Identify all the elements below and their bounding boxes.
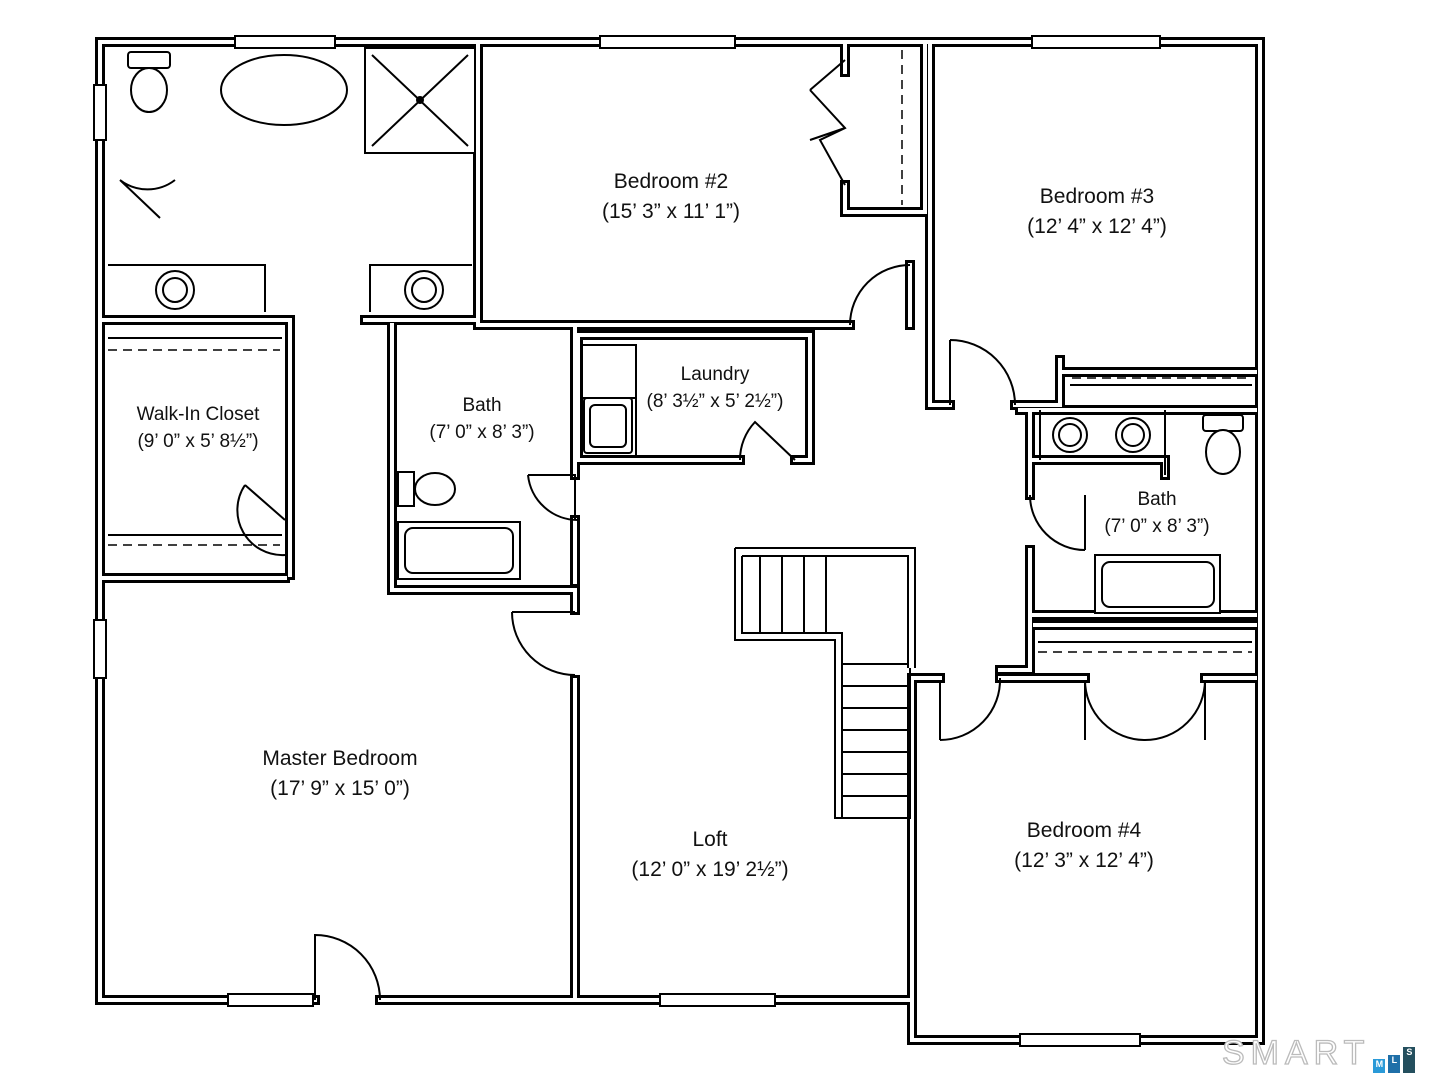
room-label-bedroom3: Bedroom #3 (12’ 4” x 12’ 4”) <box>1027 182 1167 242</box>
fixtures <box>108 47 1252 653</box>
room-label-walk-in-closet: Walk-In Closet (9’ 0” x 5’ 8½”) <box>137 401 260 455</box>
room-dimensions: (12’ 4” x 12’ 4”) <box>1027 215 1167 238</box>
room-dimensions: (8’ 3½” x 5’ 2½”) <box>646 391 784 412</box>
room-dimensions: (12’ 3” x 12’ 4”) <box>1014 849 1154 872</box>
watermark-bar-m: M <box>1373 1059 1386 1073</box>
room-name: Bedroom #4 <box>1026 819 1142 842</box>
room-name: Loft <box>692 828 728 851</box>
room-label-laundry: Laundry (8’ 3½” x 5’ 2½”) <box>647 361 784 415</box>
room-name: Bedroom #3 <box>1039 185 1155 208</box>
room-name: Master Bedroom <box>262 747 418 770</box>
room-dimensions: (15’ 3” x 11’ 1”) <box>601 200 741 223</box>
windows <box>93 35 1161 1047</box>
watermark-bar-s: S <box>1403 1047 1416 1073</box>
room-name: Walk-In Closet <box>136 404 260 425</box>
watermark-text: SMART <box>1221 1033 1371 1072</box>
room-dimensions: (9’ 0” x 5’ 8½”) <box>137 431 259 452</box>
walls <box>95 37 1265 1045</box>
room-dimensions: (7’ 0” x 8’ 3”) <box>429 422 535 443</box>
room-label-bath-right: Bath (7’ 0” x 8’ 3”) <box>1104 486 1209 540</box>
room-label-bedroom4: Bedroom #4 (12’ 3” x 12’ 4”) <box>1014 816 1154 876</box>
room-label-bath-center: Bath (7’ 0” x 8’ 3”) <box>429 392 534 446</box>
stairs <box>734 547 916 819</box>
doors <box>119 59 1206 1001</box>
watermark-bar-l: L <box>1388 1055 1401 1073</box>
room-name: Laundry <box>680 364 750 385</box>
room-label-loft: Loft (12’ 0” x 19’ 2½”) <box>631 825 788 885</box>
room-dimensions: (17’ 9” x 15’ 0”) <box>270 777 410 800</box>
room-name: Bath <box>1137 489 1177 510</box>
room-label-bedroom2: Bedroom #2 (15’ 3” x 11’ 1”) <box>602 167 740 227</box>
smartmls-watermark: SMART M L S <box>1221 1033 1416 1073</box>
room-dimensions: (7’ 0” x 8’ 3”) <box>1104 516 1210 537</box>
room-name: Bedroom #2 <box>613 170 729 193</box>
room-label-master: Master Bedroom (17’ 9” x 15’ 0”) <box>262 744 417 804</box>
room-dimensions: (12’ 0” x 19’ 2½”) <box>631 858 789 881</box>
room-name: Bath <box>462 395 502 416</box>
